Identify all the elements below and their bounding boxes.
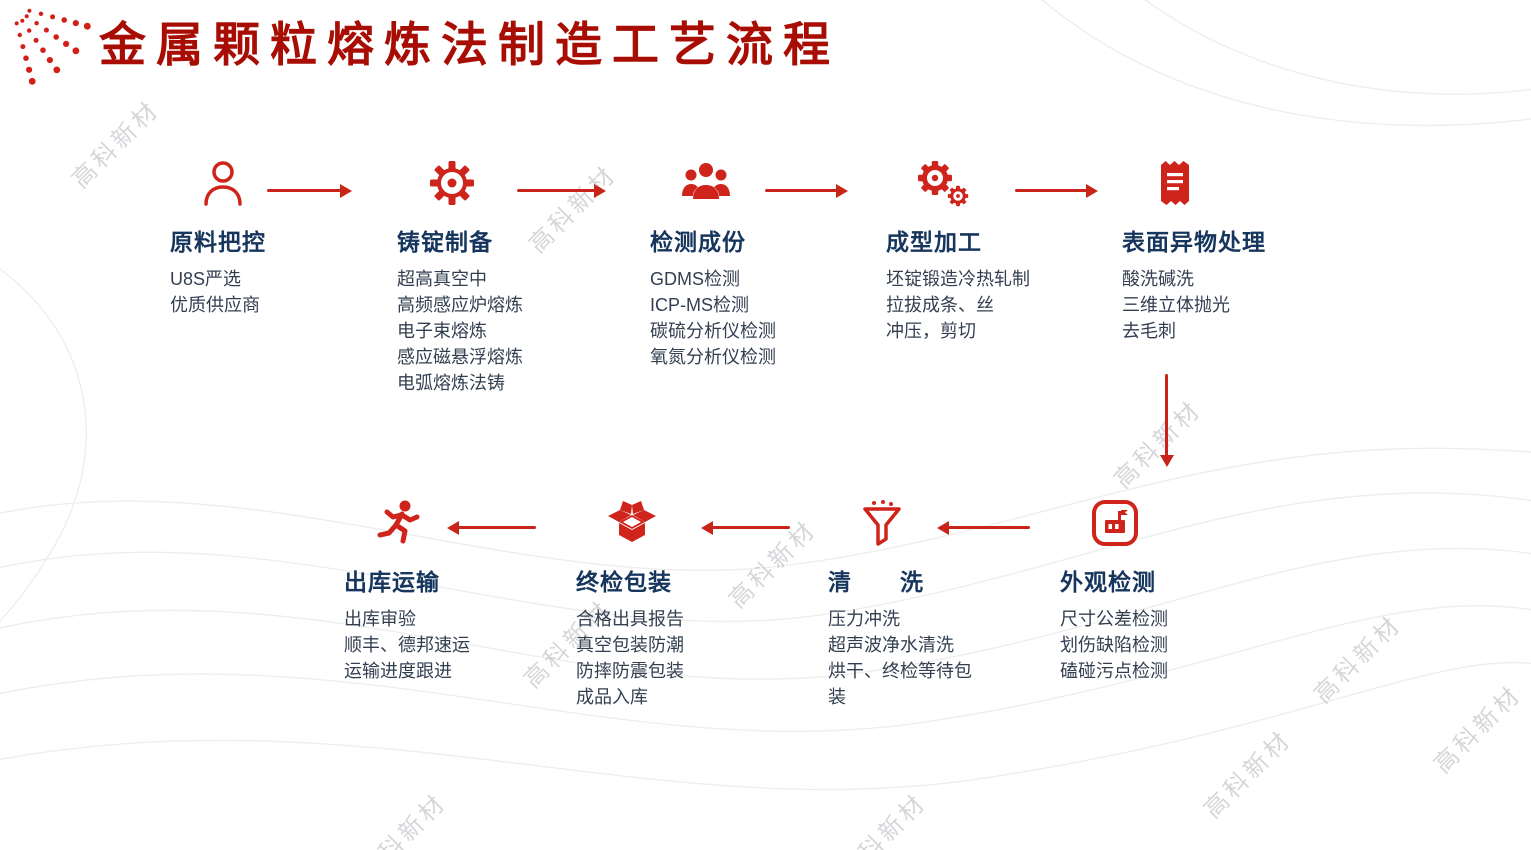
step-line: 高频感应炉熔炼 (397, 295, 523, 315)
step-line: U8S严选 (170, 269, 242, 289)
step-title: 表面异物处理 (1122, 229, 1266, 255)
step-cleaning: 清 洗 压力冲洗 超声波净水清洗 烘干、终检等待包装 (828, 498, 978, 710)
step-line: 电弧熔炼法铸 (397, 373, 505, 393)
flow-arrow-1-2 (267, 183, 352, 198)
step-line: 冲压，剪切 (886, 321, 976, 341)
dots-decoration (14, 8, 91, 85)
step-outbound-transport: 出库运输 出库审验 顺丰、德邦速运 运输进度跟进 (344, 498, 554, 684)
page-title: 金属颗粒熔炼法制造工艺流程 (99, 18, 840, 71)
step-line: 超高真空中 (397, 269, 487, 289)
step-line: 酸洗碱洗 (1122, 269, 1194, 289)
open-box-icon (606, 498, 776, 550)
factory-badge-icon (1090, 498, 1260, 550)
gear-icon (427, 158, 617, 210)
step-line: ICP-MS检测 (650, 295, 749, 315)
step-line: 电子束熔炼 (397, 321, 487, 341)
step-line: 划伤缺陷检测 (1060, 635, 1168, 655)
flow-arrow-6-7 (937, 520, 1030, 535)
flow-arrow-8-9 (447, 520, 536, 535)
step-line: 烘干、终检等待包装 (828, 661, 972, 707)
person-icon (200, 158, 370, 210)
step-line: 顺丰、德邦速运 (344, 635, 470, 655)
step-line: 拉拔成条、丝 (886, 295, 994, 315)
flow-arrow-5-6 (1159, 374, 1174, 467)
step-raw-material-control: 原料把控 U8S严选 优质供应商 (170, 158, 370, 318)
step-ingot-preparation: 铸锭制备 超高真空中 高频感应炉熔炼 电子束熔炼 感应磁悬浮熔炼 电弧熔炼法铸 (397, 158, 617, 396)
step-line: 氧氮分析仪检测 (650, 347, 776, 367)
step-line: 磕碰污点检测 (1060, 661, 1168, 681)
step-line: 成品入库 (576, 687, 648, 707)
step-line: 出库审验 (344, 609, 416, 629)
step-title: 出库运输 (344, 569, 440, 595)
step-line: 运输进度跟进 (344, 661, 452, 681)
step-line: 三维立体抛光 (1122, 295, 1230, 315)
step-line: 真空包装防潮 (576, 635, 684, 655)
receipt-icon (1152, 158, 1352, 210)
step-composition-testing: 检测成份 GDMS检测 ICP-MS检测 碳硫分析仪检测 氧氮分析仪检测 (650, 158, 870, 370)
flow-arrow-3-4 (765, 183, 848, 198)
step-forming-processing: 成型加工 坯锭锻造冷热轧制 拉拔成条、丝 冲压，剪切 (886, 158, 1116, 344)
step-line: 碳硫分析仪检测 (650, 321, 776, 341)
step-line: 优质供应商 (170, 295, 260, 315)
step-line: GDMS检测 (650, 269, 740, 289)
step-line: 合格出具报告 (576, 609, 684, 629)
step-title: 原料把控 (170, 229, 266, 255)
runner-icon (374, 498, 554, 550)
step-title: 检测成份 (650, 229, 746, 255)
step-title: 终检包装 (576, 569, 672, 595)
team-icon (680, 158, 870, 210)
step-appearance-inspection: 外观检测 尺寸公差检测 划伤缺陷检测 磕碰污点检测 (1060, 498, 1260, 684)
step-surface-treatment: 表面异物处理 酸洗碱洗 三维立体抛光 去毛刺 (1122, 158, 1352, 344)
step-line: 坯锭锻造冷热轧制 (886, 269, 1030, 289)
step-final-packaging: 终检包装 合格出具报告 真空包装防潮 防摔防震包装 成品入库 (576, 498, 776, 710)
funnel-icon (858, 498, 978, 550)
step-title: 外观检测 (1060, 569, 1156, 595)
step-line: 防摔防震包装 (576, 661, 684, 681)
step-line: 感应磁悬浮熔炼 (397, 347, 523, 367)
step-title: 清 洗 (828, 569, 924, 595)
step-line: 压力冲洗 (828, 609, 900, 629)
flow-arrow-2-3 (517, 183, 606, 198)
step-title: 成型加工 (886, 229, 982, 255)
flow-arrow-4-5 (1015, 183, 1098, 198)
flow-arrow-7-8 (701, 520, 790, 535)
step-title: 铸锭制备 (397, 229, 493, 255)
step-line: 尺寸公差检测 (1060, 609, 1168, 629)
step-line: 去毛刺 (1122, 321, 1176, 341)
step-line: 超声波净水清洗 (828, 635, 954, 655)
